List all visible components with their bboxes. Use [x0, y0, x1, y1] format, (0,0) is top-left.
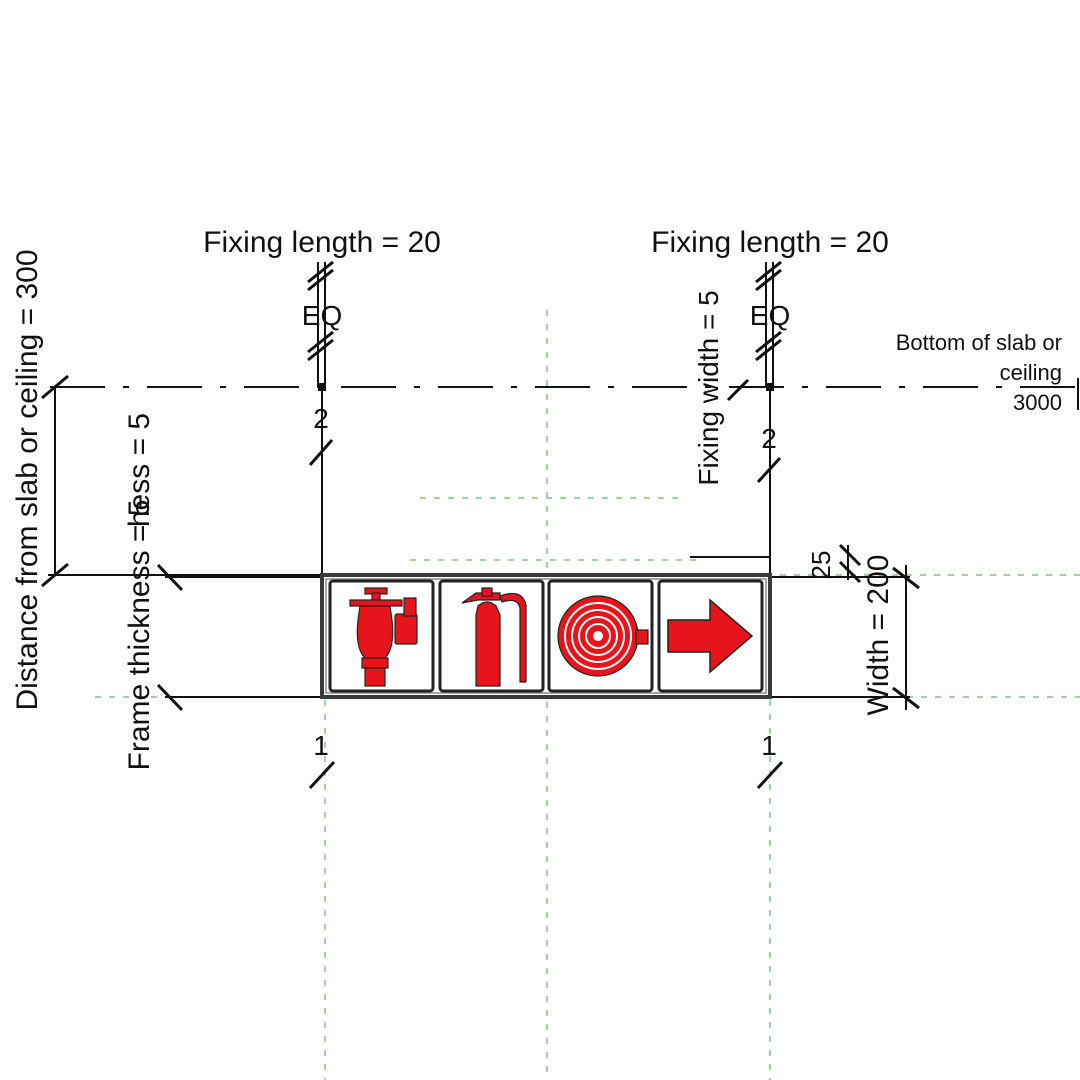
fire-extinguisher-icon: [438, 579, 545, 693]
slab-note-line1: Bottom of slab or: [896, 330, 1062, 355]
fire-hydrant-icon: [328, 579, 435, 693]
fixing-length-left-label: Fixing length = 20: [203, 226, 441, 259]
left-fixing-dimension: EQ: [302, 260, 342, 387]
frame-thickness-label: Frame thickness = 5: [123, 500, 156, 771]
hose-reel-icon: [547, 579, 654, 693]
slab-note-line2: ceiling: [1000, 360, 1062, 385]
width-label: Width = 200: [862, 555, 895, 716]
slab-note-value: 3000: [1013, 390, 1062, 415]
distance-from-slab-dimension: Distance from slab or ceiling = 300: [11, 249, 322, 711]
slab-note: Bottom of slab or ceiling 3000: [896, 330, 1079, 415]
fixing-width-label: Fixing width = 5: [693, 290, 724, 485]
fire-sign: [320, 573, 772, 699]
left-top-2-label: 2: [313, 403, 329, 434]
hanging-rods: 2 2: [308, 383, 782, 575]
frame-thickness-dimension: Frame thickness = 5 hess = 5: [123, 413, 322, 771]
width-dimension: Width = 200 25: [770, 543, 920, 716]
frame-thickness-overlap-label: hess = 5: [123, 413, 156, 527]
eq-right-label: EQ: [750, 300, 790, 331]
distance-from-slab-label: Distance from slab or ceiling = 300: [11, 249, 44, 710]
left-bottom-1-label: 1: [313, 730, 329, 761]
right-fixing-dimension: EQ: [750, 260, 790, 387]
fixing-length-right-label: Fixing length = 20: [651, 226, 889, 259]
right-bottom-1-label: 1: [761, 730, 777, 761]
dim-25-label: 25: [806, 551, 836, 580]
eq-left-label: EQ: [302, 300, 342, 331]
right-top-2-label: 2: [761, 423, 777, 454]
direction-arrow-icon: [657, 579, 764, 693]
